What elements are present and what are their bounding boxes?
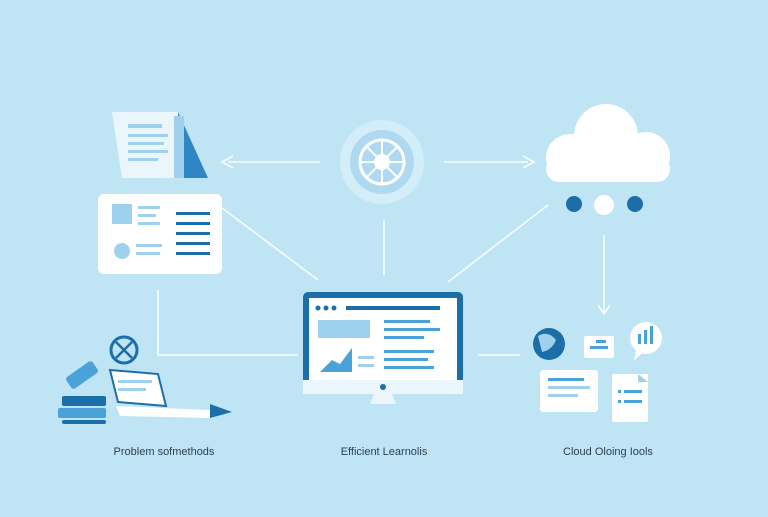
arrow-head-right (522, 155, 536, 169)
line-card-to-monitor (221, 207, 319, 281)
caption-right: Cloud Oloing Iools (563, 446, 653, 458)
tools-books-laptop-icon (58, 335, 232, 424)
monitor-dashboard-icon (303, 292, 463, 404)
caption-left: Problem sofmethods (113, 446, 215, 458)
arrow-head-down (597, 304, 611, 316)
line-cloud-to-monitor (447, 204, 549, 283)
connector-lines (157, 155, 611, 356)
learning-circle-icon (340, 120, 424, 204)
line-left-to-monitor (157, 290, 298, 356)
cloud-dots (566, 195, 643, 215)
cloud-icon (546, 104, 670, 182)
cloud-tools-cluster-icon (533, 322, 662, 422)
profile-card-icon (98, 194, 222, 274)
caption-center: Efficient Learnolis (340, 446, 428, 458)
arrow-head-left (220, 155, 234, 169)
document-stack-icon (112, 112, 208, 178)
